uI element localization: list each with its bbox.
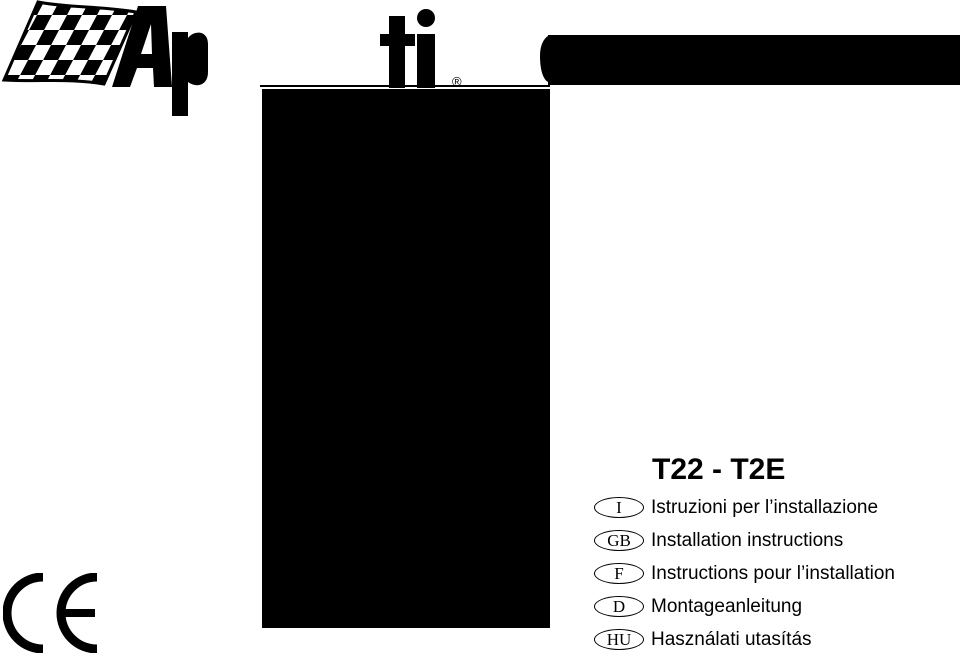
language-item-french: F Instructions pour l’installation xyxy=(594,562,960,586)
ce-mark-icon xyxy=(3,573,98,653)
registered-mark: ® xyxy=(452,74,462,89)
language-label: Montageanleitung xyxy=(651,596,803,617)
language-label: Használati utasítás xyxy=(651,629,812,650)
model-title: T22 - T2E xyxy=(652,453,786,486)
language-code-badge: I xyxy=(594,497,644,518)
language-item-italian: I Istruzioni per l’installazione xyxy=(594,496,960,520)
cover-black-block xyxy=(262,89,550,628)
language-code-badge: D xyxy=(594,596,644,617)
checkered-flag-logo xyxy=(1,0,139,86)
brand-wordmark xyxy=(112,6,548,116)
language-item-german: D Montageanleitung xyxy=(594,595,960,619)
language-code-badge: F xyxy=(594,563,644,584)
top-black-bar xyxy=(548,35,960,85)
language-item-hungarian: HU Használati utasítás xyxy=(594,628,960,652)
language-code-badge: HU xyxy=(594,629,644,650)
divider-line xyxy=(260,85,550,87)
language-label: Istruzioni per l’installazione xyxy=(651,497,879,518)
language-label: Instructions pour l’installation xyxy=(651,563,895,584)
language-label: Installation instructions xyxy=(651,530,844,551)
language-item-english: GB Installation instructions xyxy=(594,529,960,553)
language-code-badge: GB xyxy=(594,530,644,551)
